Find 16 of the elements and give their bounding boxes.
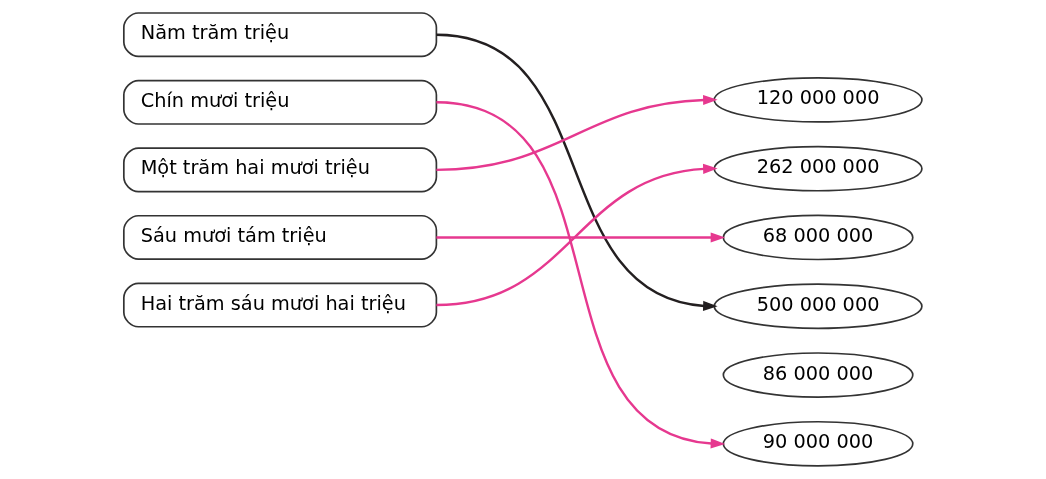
arrow	[436, 101, 726, 449]
arrow	[436, 33, 718, 311]
arrow	[436, 232, 726, 243]
node-box: Năm trăm triệu	[123, 12, 438, 58]
node-ellipse: 90 000 000	[722, 420, 914, 467]
node-ellipse: 262 000 000	[713, 145, 923, 192]
node-box: Một trăm hai mươi triệu	[123, 147, 438, 193]
node-box: Hai trăm sáu mươi hai triệu	[123, 282, 438, 328]
node-ellipse: 120 000 000	[713, 77, 923, 123]
node-ellipse: 500 000 000	[713, 283, 923, 330]
node-box: Chín mươi triệu	[123, 79, 438, 125]
arrow	[436, 163, 718, 307]
node-box: Sáu mươi tám triệu	[123, 214, 438, 261]
node-ellipse: 68 000 000	[722, 214, 914, 261]
node-ellipse: 86 000 000	[722, 352, 914, 398]
arrow	[436, 94, 718, 172]
